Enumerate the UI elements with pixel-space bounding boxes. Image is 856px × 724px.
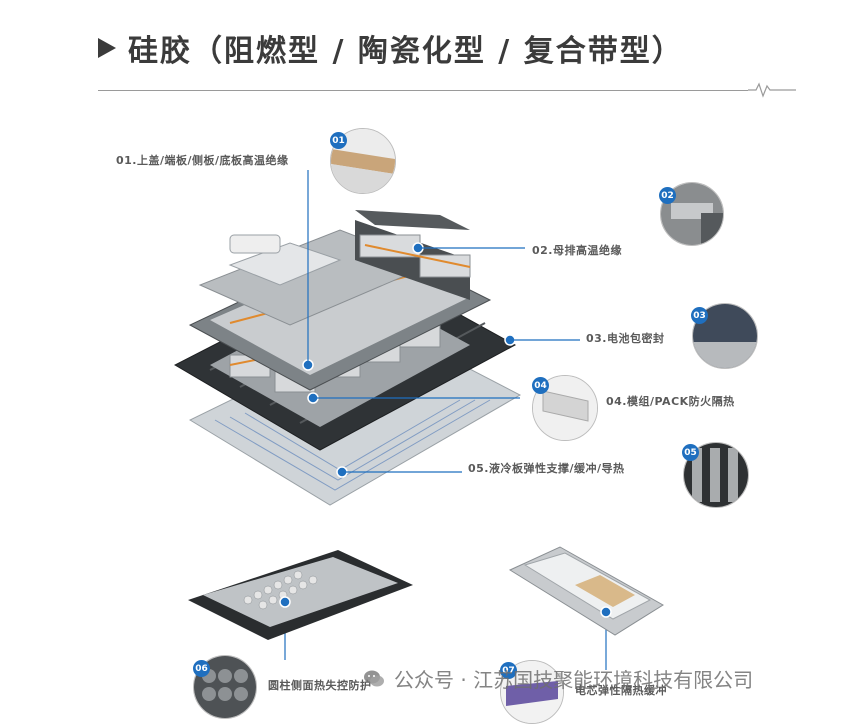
callout-label-05: 05.液冷板弹性支撑/缓冲/导热 — [468, 462, 625, 475]
battery-pack-exploded-illustration — [173, 210, 522, 506]
callout-badge-06: 06 — [193, 660, 210, 677]
watermark-text: 公众号 · 江苏国技聚能环境科技有限公司 — [394, 668, 754, 692]
cylindrical-pack-illustration — [188, 550, 413, 640]
page-title: 硅胶（阻燃型 / 陶瓷化型 / 复合带型） — [128, 34, 684, 69]
wechat-icon — [364, 670, 384, 686]
callout-badge-02: 02 — [659, 187, 676, 204]
title-divider — [98, 90, 748, 91]
play-arrow-icon — [98, 38, 116, 58]
callout-label-02: 02.母排高温绝缘 — [532, 244, 622, 257]
callout-label-06: 圆柱侧面热失控防护 — [268, 679, 372, 692]
callout-badge-05: 05 — [682, 444, 699, 461]
callout-badge-01: 01 — [330, 132, 347, 149]
callout-label-07: 电芯弹性隔热缓冲 — [575, 684, 667, 697]
detail-photo-06 — [193, 655, 257, 719]
callout-badge-04: 04 — [532, 377, 549, 394]
callout-badge-03: 03 — [691, 307, 708, 324]
callout-label-03: 03.电池包密封 — [586, 332, 665, 345]
battery-module-illustration — [508, 546, 664, 636]
pulse-line-icon — [748, 82, 796, 98]
page-title-row: 硅胶（阻燃型 / 陶瓷化型 / 复合带型） — [98, 26, 684, 70]
callout-label-04: 04.模组/PACK防火隔热 — [606, 395, 735, 408]
callout-badge-07: 07 — [500, 662, 517, 679]
callout-label-01: 01.上盖/端板/侧板/底板高温绝缘 — [116, 154, 289, 167]
watermark: 公众号 · 江苏国技聚能环境科技有限公司 — [362, 664, 753, 693]
